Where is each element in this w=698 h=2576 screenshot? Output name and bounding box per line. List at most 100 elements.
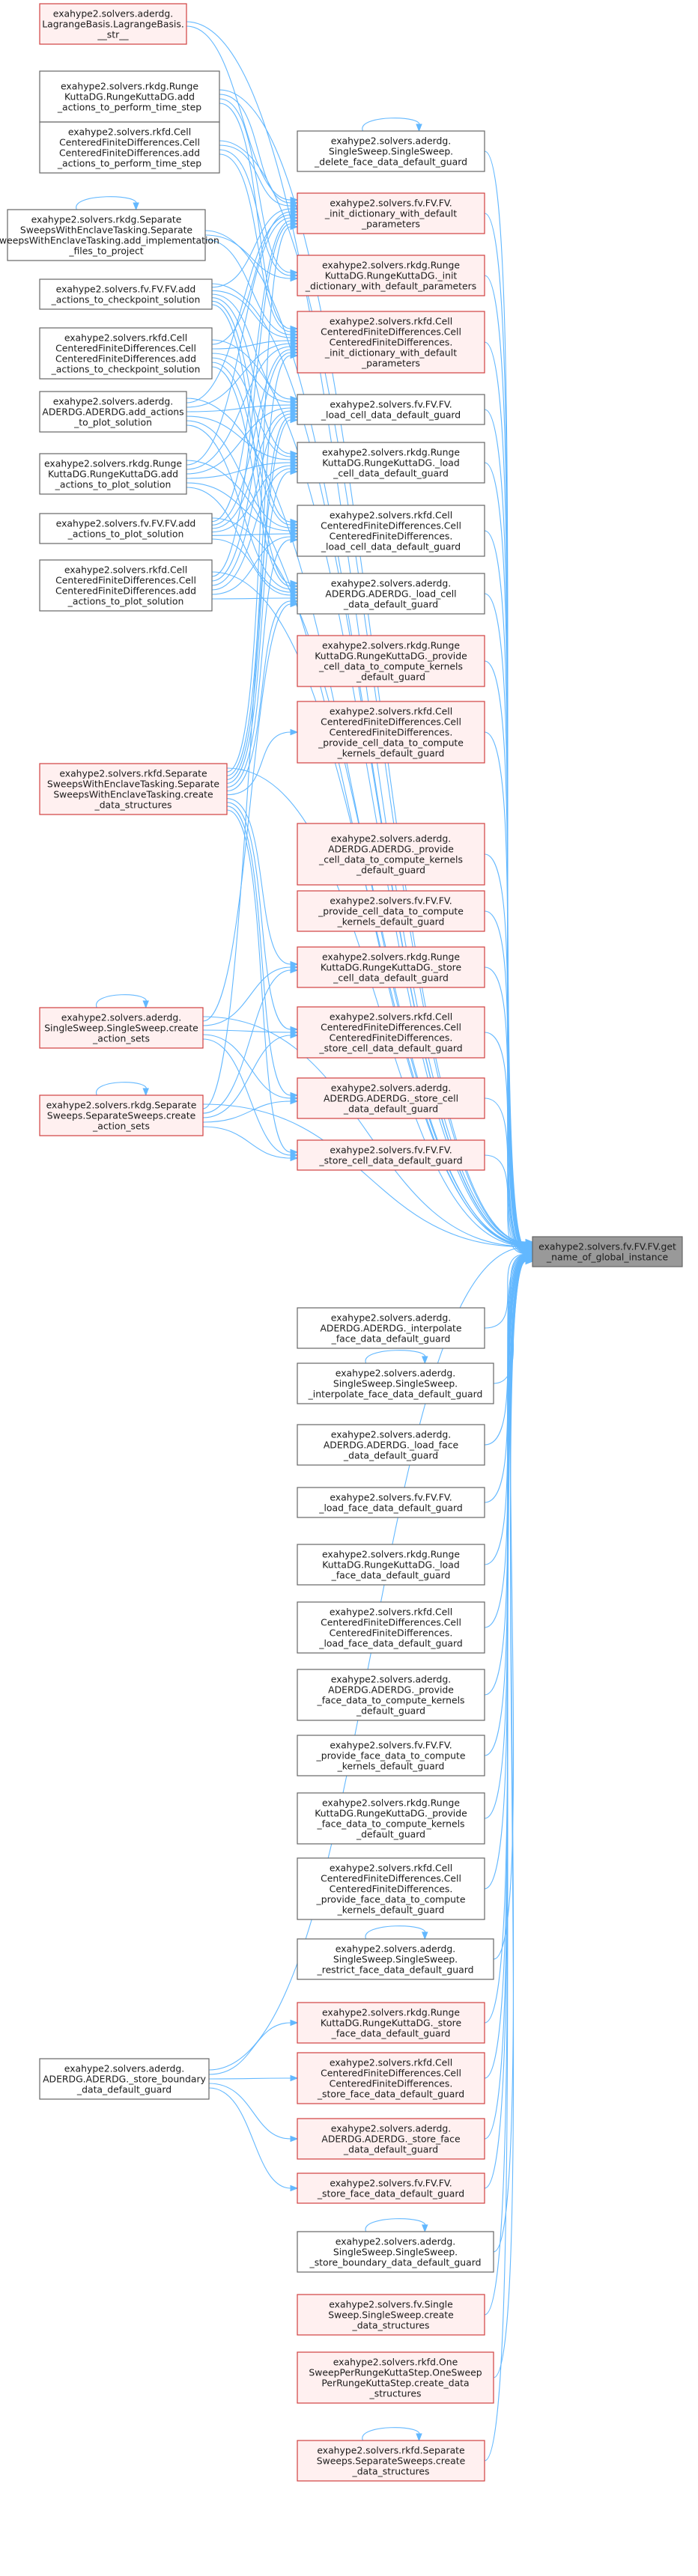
- graph-node[interactable]: exahype2.solvers.rkfd.OneSweepPerRungeKu…: [297, 2351, 494, 2404]
- node-label-line: CenteredFiniteDifferences.: [330, 1627, 453, 1639]
- graph-node[interactable]: exahype2.solvers.rkdg.RungeKuttaDG.Runge…: [297, 635, 485, 687]
- node-label-line: _load_face_data_default_guard: [318, 1502, 462, 1514]
- node-label-line: KuttaDG.RungeKuttaDG._store: [321, 962, 461, 973]
- graph-node[interactable]: exahype2.solvers.rkdg.RungeKuttaDG.Runge…: [297, 946, 485, 988]
- node-label-line: exahype2.solvers.aderdg.: [53, 8, 173, 19]
- graph-node[interactable]: exahype2.solvers.aderdg.ADERDG.ADERDG._s…: [297, 1077, 485, 1119]
- graph-node[interactable]: exahype2.solvers.rkdg.RungeKuttaDG.Runge…: [297, 2002, 485, 2044]
- node-label-line: _data_default_guard: [76, 2084, 172, 2095]
- graph-node[interactable]: exahype2.solvers.rkfd.CellCenteredFinite…: [297, 1006, 485, 1059]
- graph-node[interactable]: exahype2.solvers.rkfd.CellCenteredFinite…: [297, 1601, 485, 1654]
- edge-path: [76, 196, 137, 210]
- graph-node-focus[interactable]: exahype2.solvers.fv.FV.FV.get_name_of_gl…: [532, 1236, 683, 1267]
- node-label-line: KuttaDG.RungeKuttaDG._load: [322, 1559, 459, 1571]
- graph-node[interactable]: exahype2.solvers.rkdg.RungeKuttaDG.Runge…: [39, 70, 220, 123]
- node-label-line: __str__: [97, 29, 129, 40]
- graph-node[interactable]: exahype2.solvers.fv.FV.FV._provide_cell_…: [297, 890, 485, 932]
- node-label-line: PerRungeKuttaStep.create_data: [321, 2378, 469, 2389]
- edge-path: [211, 352, 291, 582]
- graph-node[interactable]: exahype2.solvers.rkdg.RungeKuttaDG.Runge…: [297, 442, 485, 484]
- graph-node[interactable]: exahype2.solvers.aderdg.ADERDG.ADERDG._s…: [297, 2118, 485, 2160]
- node-label-line: exahype2.solvers.rkfd.Cell: [330, 1863, 452, 1874]
- node-label-line: exahype2.solvers.rkfd.Cell: [330, 1011, 452, 1023]
- graph-node[interactable]: exahype2.solvers.rkfd.CellCenteredFinite…: [297, 701, 485, 764]
- node-label-line: exahype2.solvers.rkdg.Runge: [322, 951, 460, 963]
- edge-path: [365, 1350, 426, 1364]
- graph-node[interactable]: exahype2.solvers.rkfd.CellCenteredFinite…: [297, 2052, 485, 2104]
- graph-node[interactable]: exahype2.solvers.rkfd.SeparateSweepsWith…: [39, 763, 228, 815]
- graph-node[interactable]: exahype2.solvers.rkfd.CellCenteredFinite…: [297, 505, 485, 557]
- node-box: [297, 1077, 485, 1119]
- graph-node[interactable]: exahype2.solvers.rkfd.CellCenteredFinite…: [39, 121, 220, 174]
- graph-node[interactable]: exahype2.solvers.aderdg.SingleSweep.Sing…: [297, 1362, 494, 1404]
- edge-path: [211, 597, 291, 600]
- graph-node[interactable]: exahype2.solvers.fv.FV.FV._store_face_da…: [297, 2172, 485, 2204]
- graph-node[interactable]: exahype2.solvers.rkfd.SeparateSweeps.Sep…: [297, 2440, 485, 2482]
- node-label-line: exahype2.solvers.rkfd.Cell: [330, 510, 452, 521]
- graph-node[interactable]: exahype2.solvers.aderdg.LagrangeBasis.La…: [39, 3, 187, 45]
- graph-node[interactable]: exahype2.solvers.rkfd.CellCenteredFinite…: [297, 311, 485, 374]
- call-edge: [219, 153, 299, 335]
- graph-node[interactable]: exahype2.solvers.fv.SingleSweep.SingleSw…: [297, 2294, 485, 2336]
- edge-path: [484, 1261, 526, 2461]
- graph-node[interactable]: exahype2.solvers.aderdg.SingleSweep.Sing…: [297, 2231, 494, 2273]
- graph-node[interactable]: exahype2.solvers.aderdg.SingleSweep.Sing…: [297, 1938, 494, 1980]
- graph-node[interactable]: exahype2.solvers.rkdg.RungeKuttaDG.Runge…: [297, 255, 485, 296]
- node-label-line: _kernels_default_guard: [337, 1761, 445, 1772]
- node-label-line: SweepsWithEnclaveTasking.Separate: [47, 779, 219, 790]
- graph-node[interactable]: exahype2.solvers.fv.FV.FV._store_cell_da…: [297, 1139, 485, 1171]
- graph-node[interactable]: exahype2.solvers.aderdg.ADERDG.ADERDG._p…: [297, 1669, 485, 1721]
- graph-node[interactable]: exahype2.solvers.rkdg.RungeKuttaDG.Runge…: [297, 1792, 485, 1845]
- node-label-line: _face_data_default_guard: [331, 1570, 451, 1581]
- graph-node[interactable]: exahype2.solvers.aderdg.SingleSweep.Sing…: [297, 130, 485, 172]
- graph-node[interactable]: exahype2.solvers.aderdg.ADERDG.ADERDG.ad…: [39, 391, 187, 433]
- graph-node[interactable]: exahype2.solvers.aderdg.ADERDG.ADERDG._i…: [297, 1307, 485, 1349]
- graph-node[interactable]: exahype2.solvers.rkfd.CellCenteredFinite…: [39, 327, 213, 380]
- graph-node[interactable]: exahype2.solvers.fv.FV.FV._load_cell_dat…: [297, 394, 485, 425]
- graph-node[interactable]: exahype2.solvers.aderdg.ADERDG.ADERDG._l…: [297, 573, 485, 615]
- edge-arrowhead: [290, 728, 299, 736]
- edge-path: [208, 1246, 526, 2071]
- node-label-line: _data_default_guard: [343, 2144, 438, 2155]
- edge-path: [484, 1032, 526, 1254]
- graph-node[interactable]: exahype2.solvers.fv.FV.FV._init_dictiona…: [297, 192, 485, 234]
- node-box: [297, 2351, 494, 2404]
- node-label-line: exahype2.solvers.aderdg.: [53, 396, 173, 407]
- graph-node[interactable]: exahype2.solvers.fv.FV.FV.add_actions_to…: [39, 278, 213, 310]
- node-label-line: _restrict_face_data_default_guard: [317, 1964, 474, 1976]
- self-loop-edge: [365, 2218, 428, 2233]
- node-label-line: CenteredFiniteDifferences.Cell: [321, 326, 461, 338]
- graph-node[interactable]: exahype2.solvers.fv.FV.FV._load_face_dat…: [297, 1487, 485, 1518]
- node-box: [297, 1006, 485, 1059]
- node-label-line: KuttaDG.RungeKuttaDG.add: [64, 91, 195, 103]
- edge-arrowhead: [290, 2019, 299, 2027]
- graph-node[interactable]: exahype2.solvers.rkfd.CellCenteredFinite…: [39, 559, 213, 612]
- edge-arrowhead: [290, 1032, 299, 1039]
- edge-path: [362, 2427, 420, 2441]
- node-box: [297, 2118, 485, 2160]
- edge-path: [211, 413, 291, 586]
- node-box: [297, 311, 485, 374]
- graph-node[interactable]: exahype2.solvers.fv.FV.FV._provide_face_…: [297, 1735, 485, 1776]
- edge-path: [186, 217, 291, 466]
- graph-node[interactable]: exahype2.solvers.aderdg.SingleSweep.Sing…: [39, 1007, 204, 1049]
- graph-node[interactable]: exahype2.solvers.fv.FV.FV.add_actions_to…: [39, 513, 213, 544]
- node-label-line: exahype2.solvers.fv.FV.FV.: [330, 399, 452, 410]
- graph-node[interactable]: exahype2.solvers.rkdg.RungeKuttaDG.Runge…: [39, 453, 187, 495]
- graph-node[interactable]: exahype2.solvers.rkdg.RungeKuttaDG.Runge…: [297, 1544, 485, 1586]
- graph-node[interactable]: exahype2.solvers.aderdg.ADERDG.ADERDG._p…: [297, 823, 485, 886]
- graph-node[interactable]: exahype2.solvers.rkfd.CellCenteredFinite…: [297, 1857, 485, 1920]
- node-label-line: SweepsWithEnclaveTasking.Separate: [20, 225, 192, 236]
- edge-path: [219, 103, 291, 329]
- node-box: [39, 1094, 204, 1136]
- graph-node[interactable]: exahype2.solvers.aderdg.ADERDG.ADERDG._s…: [39, 2058, 210, 2100]
- edge-arrowhead: [290, 468, 299, 475]
- node-label-line: _data_default_guard: [343, 1450, 438, 1461]
- graph-node[interactable]: exahype2.solvers.aderdg.ADERDG.ADERDG._l…: [297, 1424, 485, 1466]
- graph-node[interactable]: exahype2.solvers.rkdg.SeparateSweepsWith…: [0, 209, 219, 261]
- call-edge: [226, 468, 299, 784]
- edge-path: [202, 1126, 291, 1159]
- graph-node[interactable]: exahype2.solvers.rkdg.SeparateSweeps.Sep…: [39, 1094, 204, 1136]
- node-label-line: ADERDG.ADERDG._provide: [328, 1684, 454, 1696]
